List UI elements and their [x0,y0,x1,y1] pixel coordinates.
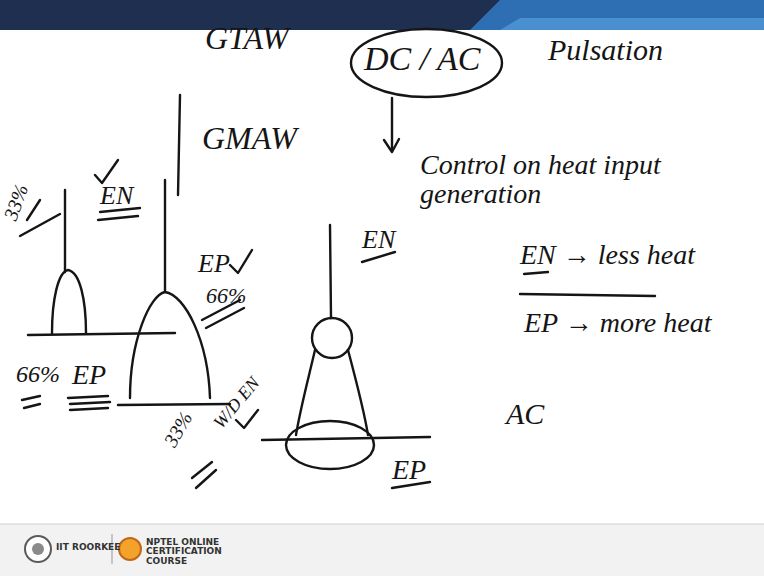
percent-label: 33% [0,182,32,224]
note-text: AC [506,398,544,430]
note-text: EN → less heat [520,240,695,269]
footer-text: NPTEL ONLINE CERTIFICATION COURSE [146,538,236,566]
polarity-label: EN [362,226,395,253]
note-text: Control on heat input generation [420,150,720,209]
footer-text: IIT ROORKEE [56,543,120,552]
encircled-term: DC / AC [348,26,505,100]
percent-label: 33% [160,408,197,450]
polarity-label: EN [100,182,133,209]
percent-label: 66% [16,362,60,387]
process-name: GMAW [202,122,297,156]
percent-label: 66% [206,284,246,307]
polarity-label: EP [392,455,426,484]
polarity-label: EP [72,360,106,389]
note-text: EP → more heat [524,308,711,337]
process-name: GTAW [205,22,289,56]
polarity-label: EP [198,250,230,277]
note-text: Pulsation [548,34,663,66]
node-text: DC / AC [364,42,489,76]
note-text: W/D EN [210,374,263,432]
